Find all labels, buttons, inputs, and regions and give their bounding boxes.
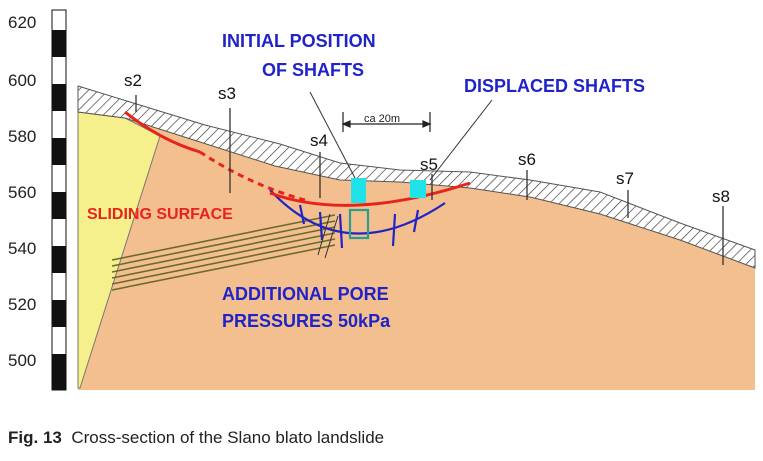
scale-bar bbox=[341, 112, 432, 132]
landslide-cross-section: 620 600 580 560 540 520 500 bbox=[8, 9, 756, 391]
initial-position-label-2: OF SHAFTS bbox=[262, 60, 364, 80]
shaft-label-s5: s5 bbox=[420, 155, 438, 174]
shaft-label-s3: s3 bbox=[218, 84, 236, 103]
figure-caption: Fig. 13 Cross-section of the Slano blato… bbox=[8, 428, 384, 448]
elevation-tick-540: 540 bbox=[8, 239, 36, 258]
elevation-tick-labels: 620 600 580 560 540 520 500 bbox=[8, 13, 36, 370]
initial-shaft-marker bbox=[351, 178, 366, 203]
shaft-label-s6: s6 bbox=[518, 150, 536, 169]
initial-position-label-1: INITIAL POSITION bbox=[222, 31, 376, 51]
elevation-tick-580: 580 bbox=[8, 127, 36, 146]
sliding-surface-label: SLIDING SURFACE bbox=[87, 206, 233, 223]
elevation-tick-560: 560 bbox=[8, 183, 36, 202]
displaced-shaft-marker bbox=[410, 180, 426, 198]
elevation-tick-520: 520 bbox=[8, 295, 36, 314]
sliding-surface-curve bbox=[269, 181, 471, 207]
shaft-stems bbox=[135, 95, 724, 265]
pore-pressure-zone bbox=[269, 189, 446, 249]
figure-caption-text: Cross-section of the Slano blato landsli… bbox=[71, 428, 385, 447]
elevation-tick-600: 600 bbox=[8, 71, 36, 90]
strata-layers bbox=[111, 214, 336, 291]
sliding-surface-line bbox=[124, 110, 201, 154]
leader-lines bbox=[309, 91, 493, 259]
soil-body bbox=[78, 112, 755, 390]
pore-pressure-label-2: PRESSURES 50kPa bbox=[222, 311, 391, 331]
displaced-shafts-label: DISPLACED SHAFTS bbox=[464, 76, 645, 96]
elevation-tick-500: 500 bbox=[8, 351, 36, 370]
sliding-surface-dashed bbox=[199, 150, 306, 202]
shaft-label-s4: s4 bbox=[310, 131, 328, 150]
pore-pressure-label-1: ADDITIONAL PORE bbox=[222, 284, 389, 304]
shaft-label-s2: s2 bbox=[124, 71, 142, 90]
shaft-label-s8: s8 bbox=[712, 187, 730, 206]
shaft-label-s7: s7 bbox=[616, 169, 634, 188]
elevation-tick-620: 620 bbox=[8, 13, 36, 32]
elevation-scale-bar bbox=[51, 9, 67, 391]
figure-number: Fig. 13 bbox=[8, 428, 62, 447]
shaft-labels: s2 s3 s4 s5 s6 s7 s8 bbox=[124, 71, 730, 206]
scale-label: ca 20m bbox=[364, 113, 400, 125]
